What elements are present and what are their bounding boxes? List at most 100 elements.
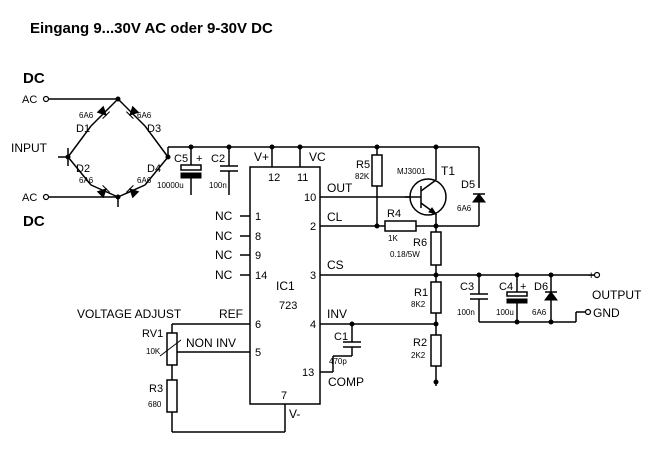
sig-cs: CS [327, 258, 344, 272]
pin-11: 11 [297, 172, 308, 184]
label-ac-bottom: AC [22, 192, 37, 204]
diode-d3 [125, 105, 140, 120]
pin-4: 4 [310, 319, 316, 331]
pin-2: 2 [310, 221, 316, 233]
resistor-r4 [384, 220, 417, 232]
label-output: OUTPUT [592, 288, 642, 302]
sig-ref: REF [219, 307, 243, 321]
t1-value: MJ3001 [397, 167, 426, 176]
c5-name: C5 [174, 153, 188, 165]
pin-3: 3 [310, 270, 316, 282]
pin-10: 10 [304, 192, 316, 204]
diode-d2 [96, 184, 111, 199]
sig-cl: CL [327, 210, 343, 224]
pin-6: 6 [255, 319, 261, 331]
resistor-r2 [430, 334, 442, 385]
ic1-type: 723 [279, 300, 297, 312]
c5-value: 10000u [157, 181, 184, 190]
ic1-name: IC1 [276, 279, 295, 293]
c2-name: C2 [211, 153, 225, 165]
label-output-plus: + [588, 270, 594, 282]
r1-value: 8K2 [411, 300, 426, 309]
diode-d4 [125, 184, 140, 199]
d4-name: D4 [147, 163, 161, 175]
terminal-ac-bottom [42, 193, 50, 201]
d1-value: 6A6 [79, 111, 94, 120]
d6-value: 6A6 [532, 308, 547, 317]
pin-12: 12 [268, 172, 280, 184]
resistor-r3 [166, 379, 178, 432]
sig-nc14: NC [215, 268, 233, 282]
d2-name: D2 [76, 163, 90, 175]
pin-1: 1 [255, 211, 261, 223]
sig-nc1: NC [215, 209, 233, 223]
d3-value: 6A6 [137, 111, 152, 120]
r5-name: R5 [356, 159, 370, 171]
terminal-gnd [584, 308, 592, 316]
rv1-name: RV1 [142, 328, 163, 340]
c3-value: 100n [457, 308, 475, 317]
bridge-rectifier [65, 96, 171, 200]
terminal-output-plus [593, 271, 601, 279]
pin-14: 14 [255, 270, 267, 282]
sig-nc9: NC [215, 248, 233, 262]
r5-value: 82K [355, 172, 370, 181]
cap-c1 [332, 321, 361, 372]
diode-d6 [544, 272, 558, 322]
diode-d1 [96, 105, 111, 120]
c4-pol: + [520, 281, 526, 293]
terminal-ac-top [42, 95, 50, 103]
cap-c3 [470, 272, 488, 322]
d3-name: D3 [147, 123, 161, 135]
cap-c4 [506, 272, 528, 322]
transistor-t1 [405, 144, 447, 226]
label-dc-bottom: DC [23, 213, 45, 230]
c1-value: 470p [329, 357, 347, 366]
sig-nc8: NC [215, 229, 233, 243]
label-gnd: GND [593, 306, 620, 320]
d1-name: D1 [76, 123, 90, 135]
pin-9: 9 [255, 250, 261, 262]
label-ac-top: AC [22, 94, 37, 106]
r6-value: 0.18/5W [390, 250, 420, 259]
d6-name: D6 [534, 281, 548, 293]
pin-5: 5 [255, 347, 261, 359]
r3-name: R3 [149, 383, 163, 395]
d5-name: D5 [461, 179, 475, 191]
label-voltage-adjust: VOLTAGE ADJUST [77, 307, 182, 321]
c5-pol: + [196, 153, 202, 165]
r1-name: R1 [414, 287, 428, 299]
resistor-r5 [371, 144, 383, 229]
r2-value: 2K2 [411, 351, 426, 360]
page-title: Eingang 9...30V AC oder 9-30V DC [30, 20, 273, 37]
sig-vminus: V- [289, 407, 300, 421]
nc-pins [240, 215, 250, 276]
r4-value: 1K [388, 234, 398, 243]
sig-vplus: V+ [254, 150, 269, 164]
sig-inv: INV [327, 307, 347, 321]
c4-value: 100u [496, 308, 514, 317]
ground-connections [172, 190, 576, 433]
sig-out: OUT [327, 181, 353, 195]
resistor-r1 [430, 275, 442, 335]
pot-rv1 [159, 324, 182, 380]
d5-value: 6A6 [457, 204, 472, 213]
c2-value: 100n [209, 181, 227, 190]
c3-name: C3 [460, 281, 474, 293]
r6-name: R6 [413, 237, 427, 249]
input-terminals [42, 95, 118, 201]
t1-name: T1 [441, 164, 455, 178]
r2-name: R2 [413, 337, 427, 349]
d2-value: 6A6 [79, 176, 94, 185]
d4-value: 6A6 [137, 176, 152, 185]
r3-value: 680 [148, 400, 162, 409]
pin-7: 7 [281, 390, 287, 402]
c4-name: C4 [499, 281, 513, 293]
cap-c5 [180, 144, 202, 190]
r4-name: R4 [387, 208, 401, 220]
label-input: INPUT [11, 141, 48, 155]
ic1-box [249, 166, 321, 405]
diode-d5 [433, 147, 486, 229]
pin-8: 8 [255, 231, 261, 243]
